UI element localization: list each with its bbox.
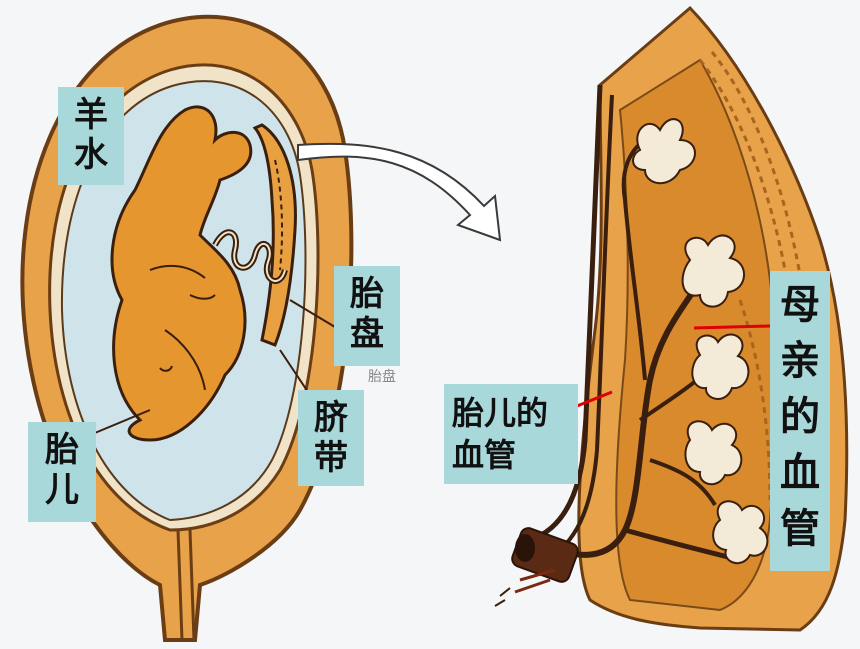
label-maternal-vessels: 母 亲 的 血 管 xyxy=(770,271,830,571)
label-char: 母 xyxy=(780,282,820,328)
label-amniotic-fluid: 羊 水 xyxy=(58,87,124,185)
faint-placenta-text: 胎盘 xyxy=(368,369,396,385)
label-char: 的 xyxy=(780,394,820,440)
label-char: 血 xyxy=(780,450,820,496)
label-char: 胎 xyxy=(45,430,79,470)
fetus xyxy=(110,105,253,442)
label-char: 带 xyxy=(314,438,348,478)
label-umbilical-cord: 脐 带 xyxy=(298,390,364,486)
label-char: 管 xyxy=(780,506,820,552)
placenta-closeup xyxy=(494,5,849,632)
label-char: 盘 xyxy=(350,314,384,354)
label-char: 水 xyxy=(74,135,108,175)
label-char: 儿 xyxy=(45,470,79,510)
label-placenta: 胎 盘 xyxy=(334,266,400,366)
label-fetus: 胎 儿 xyxy=(28,422,96,522)
label-fetal-vessels: 胎儿的 血管 xyxy=(444,384,578,484)
placenta xyxy=(252,123,297,347)
pointer-maternal-vessel xyxy=(693,324,771,330)
zoom-arrow xyxy=(297,142,502,242)
label-line: 胎儿的 xyxy=(452,394,549,432)
label-char: 羊 xyxy=(74,95,108,135)
label-line: 血管 xyxy=(452,436,517,474)
label-char: 脐 xyxy=(314,398,348,438)
cord-stub xyxy=(494,527,579,607)
chorionic-villi xyxy=(632,118,769,565)
label-char: 胎 xyxy=(350,274,384,314)
label-char: 亲 xyxy=(780,338,820,384)
